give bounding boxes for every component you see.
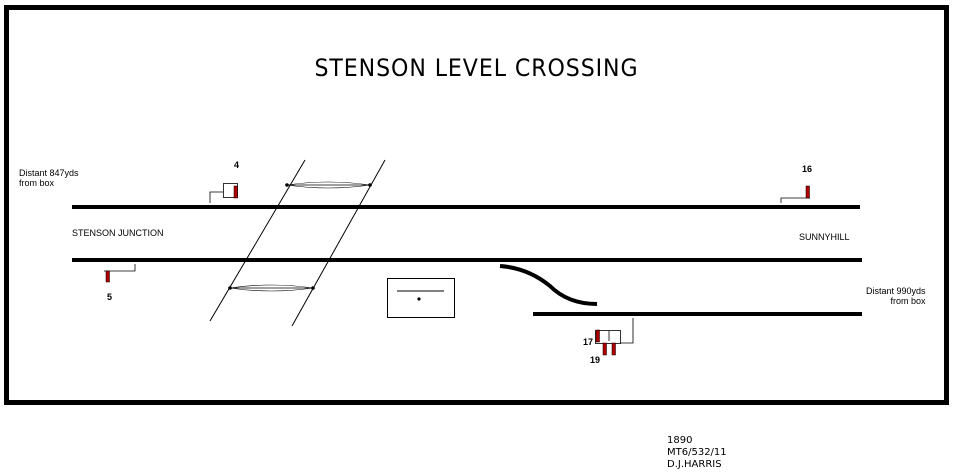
credit-author: D.J.HARRIS [667, 459, 722, 470]
distant-left-line2: from box [19, 178, 55, 188]
distant-right-line2: from box [890, 296, 926, 306]
level-crossing-road [209, 159, 386, 327]
siding-connection [499, 264, 598, 306]
credit-reference: MT6/532/11 [667, 447, 727, 458]
signal-4-number: 4 [234, 160, 240, 170]
diagram-title: STENSON LEVEL CROSSING [314, 54, 639, 82]
signal-19-number: 19 [590, 355, 601, 365]
signal-17-number: 17 [583, 337, 594, 347]
diagram-frame [4, 5, 949, 405]
crossing-gate-lower [228, 284, 315, 292]
signal-5-icon [104, 264, 136, 283]
credit-year: 1890 [667, 435, 693, 446]
signal-box [387, 278, 455, 318]
distant-right-line1: Distant 990yds [866, 286, 926, 296]
signal-16-icon [780, 185, 810, 203]
signal-16-number: 16 [802, 164, 813, 174]
signal-4-icon [209, 183, 238, 203]
crossing-gate-upper [285, 181, 372, 189]
signal-5-number: 5 [107, 292, 113, 302]
credits-block: 1890 MT6/532/11 D.J.HARRIS [667, 435, 727, 471]
signal-17-19-icon [595, 318, 634, 356]
location-sunnyhill: SUNNYHILL [799, 232, 850, 242]
location-stenson-junction: STENSON JUNCTION [72, 228, 164, 238]
distant-left-line1: Distant 847yds [19, 168, 79, 178]
distant-left-label: Distant 847yds from box [19, 168, 79, 188]
distant-right-label: Distant 990yds from box [866, 286, 926, 306]
